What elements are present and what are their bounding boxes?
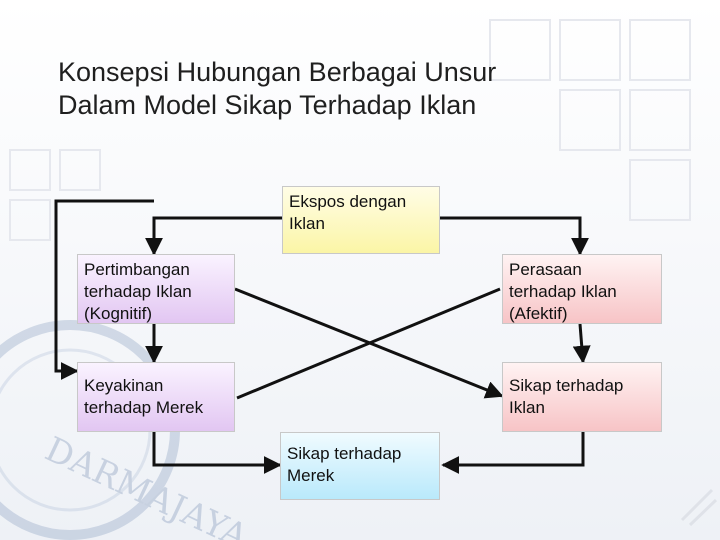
connector-ekspos-to-afektif: [440, 216, 589, 256]
box-kognitif-line-2: terhadap Iklan: [84, 282, 192, 301]
box-kognitif-line-3: (Kognitif): [84, 304, 153, 323]
connector-afektif-to-sikap-iklan: [572, 323, 591, 364]
page-title: Konsepsi Hubungan Berbagai Unsur Dalam M…: [58, 56, 678, 122]
box-perasaan-afektif: Perasaan terhadap Iklan (Afektif): [502, 254, 662, 324]
box-keyakinan-merek: Keyakinan terhadap Merek: [77, 362, 235, 432]
box-ekspos-dengan-iklan: Ekspos dengan Iklan: [282, 186, 440, 254]
connector-outer-loop: [54, 199, 154, 380]
connector-ekspos-to-kognitif: [145, 216, 282, 256]
box-ekspos-line-2: Iklan: [289, 214, 325, 233]
box-sikap-terhadap-merek: Sikap terhadap Merek: [280, 432, 440, 500]
box-afektif-line-1: Perasaan: [509, 260, 582, 279]
box-sikap-merek-line-2: Merek: [287, 466, 335, 485]
connector-keyakinan-to-sikap-merek: [152, 432, 282, 474]
box-sikap-iklan-line-1: Sikap terhadap: [509, 376, 624, 395]
box-sikap-iklan-line-2: Iklan: [509, 398, 545, 417]
title-line-1: Konsepsi Hubungan Berbagai Unsur: [58, 57, 497, 87]
box-keyakinan-line-2: terhadap Merek: [84, 398, 204, 417]
box-keyakinan-line-1: Keyakinan: [84, 376, 164, 395]
box-afektif-line-2: terhadap Iklan: [509, 282, 617, 301]
connector-afektif-to-keyakinan: [236, 287, 501, 400]
box-ekspos-line-1: Ekspos dengan: [289, 192, 407, 211]
box-sikap-terhadap-iklan: Sikap terhadap Iklan: [502, 362, 662, 432]
box-kognitif-line-1: Pertimbangan: [84, 260, 190, 279]
box-afektif-line-3: (Afektif): [509, 304, 568, 323]
connector-sikap-iklan-to-sikap-merek: [441, 432, 585, 474]
box-pertimbangan-kognitif: Pertimbangan terhadap Iklan (Kognitif): [77, 254, 235, 324]
title-line-2: Dalam Model Sikap Terhadap Iklan: [58, 90, 477, 120]
box-sikap-merek-line-1: Sikap terhadap: [287, 444, 402, 463]
